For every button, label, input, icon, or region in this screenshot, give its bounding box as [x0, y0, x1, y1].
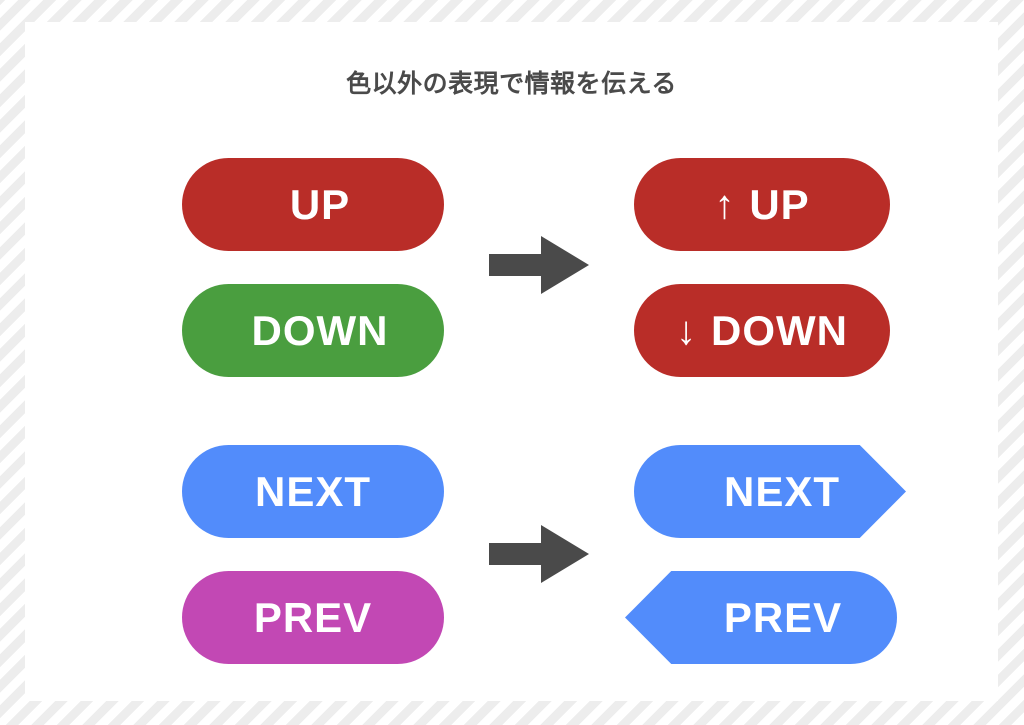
button-prev-before[interactable]: PREV — [182, 571, 444, 664]
button-label: NEXT — [254, 467, 371, 515]
button-down-before[interactable]: DOWN — [182, 284, 444, 377]
down-arrow-glyph-icon: ↓ — [676, 308, 697, 353]
button-up-after[interactable]: ↑ UP — [634, 158, 890, 251]
page-title: 色以外の表現で情報を伝える — [346, 70, 677, 98]
button-down-after[interactable]: ↓ DOWN — [634, 284, 890, 377]
button-label: PREV — [253, 593, 373, 641]
button-next-after[interactable]: NEXT — [634, 445, 906, 538]
button-label: UP — [749, 180, 810, 228]
button-prev-after[interactable]: PREV — [625, 571, 897, 664]
button-label: DOWN — [711, 306, 848, 354]
button-next-before[interactable]: NEXT — [182, 445, 444, 538]
button-label: DOWN — [251, 306, 389, 354]
button-label: PREV — [723, 593, 843, 641]
button-label: NEXT — [723, 467, 840, 515]
chevron-right-shape-icon — [634, 445, 906, 538]
up-arrow-glyph-icon: ↑ — [714, 182, 736, 227]
content-card: 色以外の表現で情報を伝える UP DOWN ↑ UP ↓ DOWN NEXT P… — [25, 22, 998, 701]
button-label: UP — [289, 180, 351, 228]
chevron-left-shape-icon — [625, 571, 897, 664]
right-arrow-icon-top — [489, 236, 589, 294]
button-up-before[interactable]: UP — [182, 158, 444, 251]
right-arrow-icon-bottom — [489, 525, 589, 583]
